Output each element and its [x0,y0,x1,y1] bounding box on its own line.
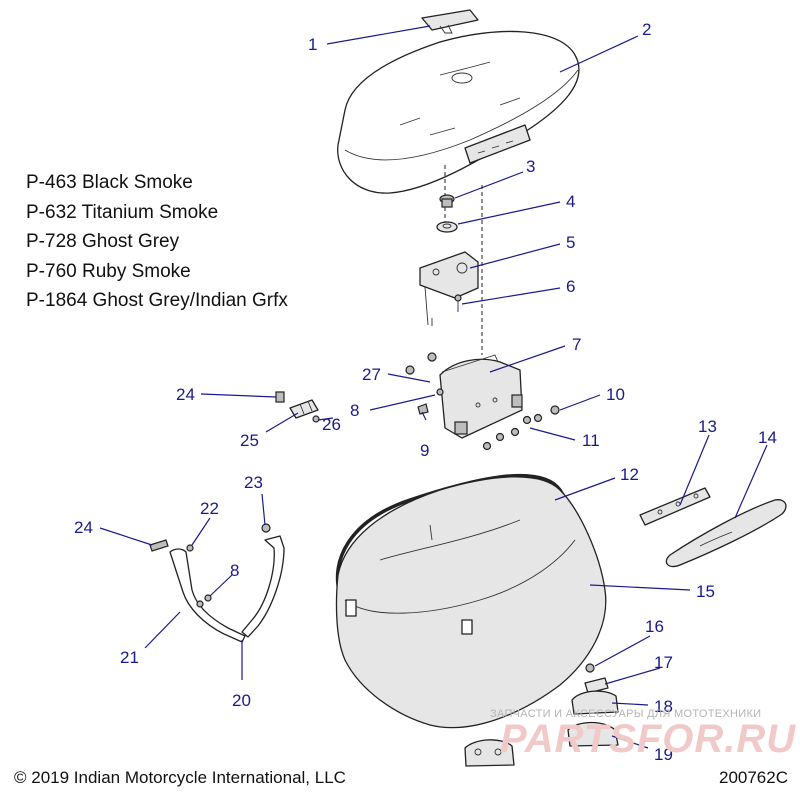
color-code-item: P-1864 Ghost Grey/Indian Grfx [26,290,288,311]
color-code-list: P-463 Black Smoke P-632 Titanium Smoke P… [26,168,288,316]
callout-10: 10 [606,385,625,404]
callout-14: 14 [758,428,777,447]
callout-1: 1 [308,35,317,54]
part-3-lock-knob [439,194,455,208]
callout-16: 16 [645,617,664,636]
copyright-notice: © 2019 Indian Motorcycle International, … [14,768,346,787]
callout-24-upper: 24 [176,385,195,404]
part-16-screw [585,663,595,673]
callout-21: 21 [120,648,139,667]
callout-22: 22 [200,499,219,518]
part-20-support-rail [241,535,285,638]
callout-labels: 1 2 3 4 5 6 7 27 8 9 10 11 12 13 14 15 1… [74,20,777,764]
callout-13: 13 [698,417,717,436]
watermark: ЗАПЧАСТИ И АКСЕССУАРЫ ДЛЯ МОТОТЕХНИКИ PA… [490,708,796,761]
part-14-side-emblem [665,499,787,568]
callout-8-lower: 8 [230,561,239,580]
color-code-item: P-760 Ruby Smoke [26,260,191,282]
part-9-clip [417,403,429,415]
callout-15: 15 [696,582,715,601]
watermark-logo: PARTSFOR.RU [500,717,796,761]
part-21-mount-bracket [169,548,246,643]
drawing-number: 200762C [718,768,788,787]
callout-11: 11 [582,431,600,450]
part-13-bracket [639,487,711,526]
part-17-plate [584,677,609,694]
callout-18: 18 [654,697,673,716]
callout-25: 25 [240,431,259,450]
color-code-item: P-632 Titanium Smoke [26,201,219,223]
part-4-washer [436,221,458,233]
callout-5: 5 [566,233,575,252]
part-24-bolt-upper [275,391,285,403]
part-15-saddlebag-body [335,476,607,729]
callout-27: 27 [362,365,381,384]
part-8-screw [436,388,444,396]
part-1-lid-insert [421,9,479,34]
callout-3: 3 [526,157,535,176]
part-23-screw [261,523,271,533]
part-6-screw [454,294,462,312]
part-7-hinge-plate [439,354,523,439]
part-26-screw [312,415,320,423]
part-24-bolt-lower [149,539,169,552]
callout-20: 20 [232,691,251,710]
part-10-nut [550,405,560,415]
watermark-tagline: ЗАПЧАСТИ И АКСЕССУАРЫ ДЛЯ МОТОТЕХНИКИ [490,708,761,720]
part-27-fastener [405,352,437,375]
callout-17: 17 [654,653,673,672]
part-22-screw [186,544,194,552]
part-2-saddlebag-lid [337,30,580,194]
part-18-mount-block [571,690,619,715]
callout-4: 4 [566,192,575,211]
callout-2: 2 [642,20,651,39]
part-19-mount-block [464,721,619,767]
callout-9: 9 [420,441,429,460]
callout-24-lower: 24 [74,518,93,537]
part-11-nuts [482,413,543,451]
part-5-latch-bracket [419,251,479,326]
callout-8-upper: 8 [350,401,359,420]
callout-26: 26 [322,415,341,434]
callout-23: 23 [244,473,263,492]
part-8-fastener-lower [196,594,212,608]
callout-leaders [99,25,768,749]
callout-19: 19 [654,745,673,764]
callout-7: 7 [572,335,581,354]
color-code-item: P-728 Ghost Grey [26,231,180,252]
callout-6: 6 [566,277,575,296]
color-code-item: P-463 Black Smoke [26,172,193,193]
callout-12: 12 [620,465,639,484]
